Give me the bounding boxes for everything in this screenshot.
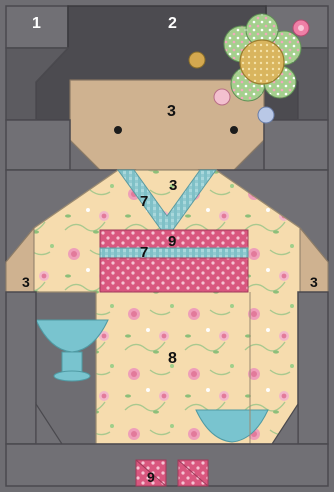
obi-band-bottom	[100, 258, 248, 292]
patch-number-3-right: 3	[310, 274, 318, 290]
bottom-strip	[6, 444, 328, 486]
patch-number-9-feet: 9	[147, 469, 155, 485]
right-eye	[230, 126, 238, 134]
patch-number-3-face: 3	[167, 103, 176, 120]
patch-number-9-obi: 9	[168, 233, 176, 250]
patch-number-7-obi: 7	[140, 244, 148, 261]
lower-side-left	[6, 292, 36, 444]
side-panel-left	[6, 120, 70, 170]
patch-number-3-neck: 3	[169, 177, 177, 194]
patch-number-3-left: 3	[22, 274, 30, 290]
side-panel-right	[264, 120, 328, 170]
hair-bead-gold	[189, 52, 205, 68]
hair-bead-pink-shine	[298, 25, 304, 31]
patch-number-7-collar: 7	[140, 193, 148, 210]
hair-bead-blue	[258, 107, 274, 123]
left-eye	[114, 126, 122, 134]
patch-number-8: 8	[168, 350, 177, 367]
hair-bead-rose	[214, 89, 230, 105]
lower-side-right	[298, 292, 328, 444]
patch-number-2: 2	[168, 15, 177, 32]
patch-number-1: 1	[32, 15, 41, 32]
